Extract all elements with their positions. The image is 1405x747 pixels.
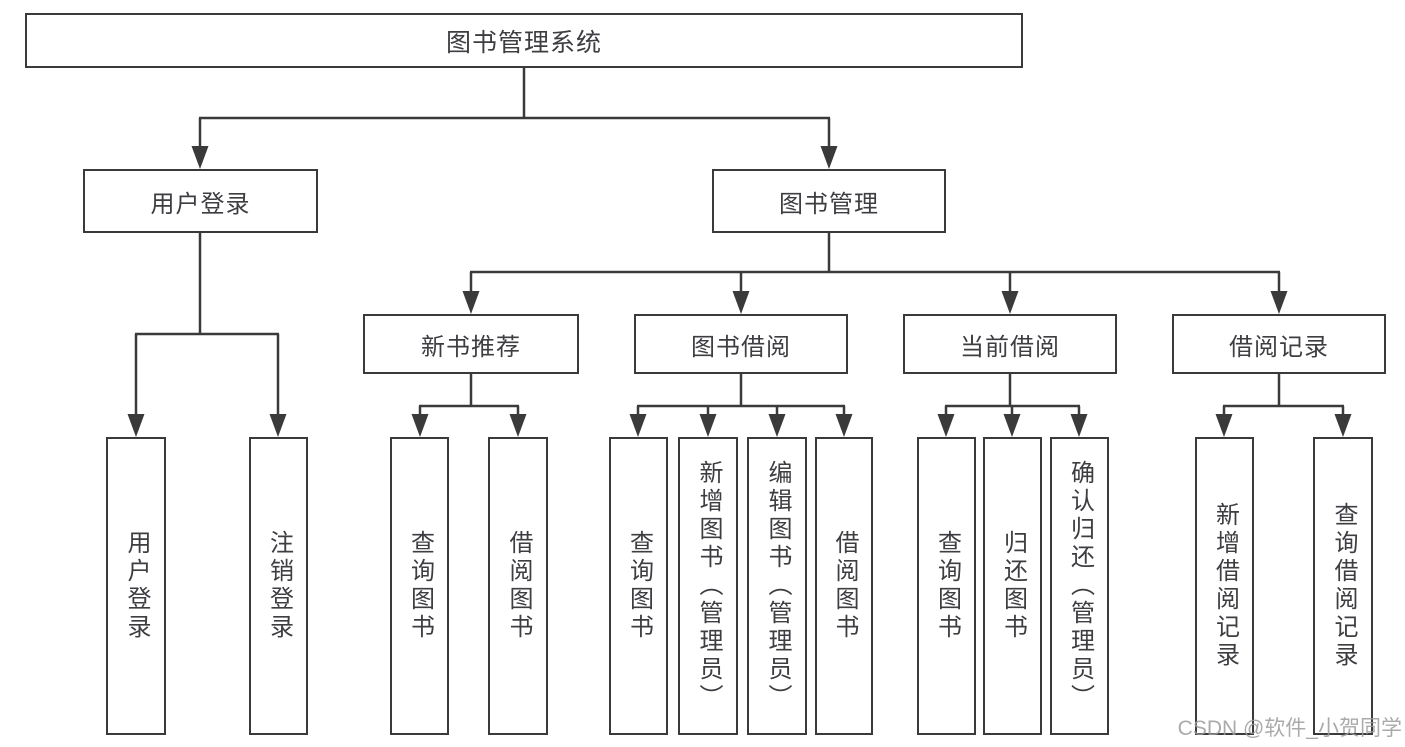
node-label: 确认归还（管理员） (1066, 460, 1094, 712)
node-nb-search-books: 查询图书 (390, 437, 449, 735)
node-label: 查询图书 (406, 530, 434, 642)
node-label: 当前借阅 (960, 333, 1060, 361)
node-bb-borrow-books: 借阅图书 (815, 437, 873, 735)
node-label: 新增借阅记录 (1211, 502, 1239, 670)
connector-path (134, 67, 1345, 430)
arrow-down-icon (1001, 291, 1019, 314)
arrow-down-icon (1003, 414, 1021, 437)
arrow-down-icon (768, 414, 786, 437)
node-label: 查询图书 (625, 530, 653, 642)
node-cb-return-books: 归还图书 (983, 437, 1042, 735)
node-user-login: 用户登录 (83, 169, 318, 233)
node-label: 新增图书（管理员） (695, 460, 722, 712)
arrow-down-icon (629, 414, 647, 437)
arrow-down-icon (835, 414, 853, 437)
node-borrowing-records: 借阅记录 (1172, 314, 1386, 374)
node-label: 借阅图书 (831, 530, 858, 642)
node-nb-borrow-books: 借阅图书 (488, 437, 548, 735)
node-label: 图书借阅 (691, 333, 791, 361)
arrowheads-group (127, 146, 1352, 437)
node-label: 查询借阅记录 (1330, 502, 1357, 670)
node-br-search-record: 查询借阅记录 (1313, 437, 1373, 735)
csdn-watermark: CSDN @软件_小贺同学 (1177, 717, 1402, 740)
node-cb-search-books: 查询图书 (917, 437, 976, 735)
arrow-down-icon (127, 414, 145, 437)
node-label: 查询图书 (933, 530, 961, 642)
arrow-down-icon (820, 146, 838, 169)
node-book-borrowing: 图书借阅 (634, 314, 848, 374)
arrow-down-icon (1215, 414, 1233, 437)
node-label: 新书推荐 (421, 333, 521, 361)
node-cb-confirm-return-admin: 确认归还（管理员） (1050, 437, 1109, 735)
arrow-down-icon (509, 414, 527, 437)
arrow-down-icon (699, 414, 717, 437)
node-label: 图书管理 (779, 190, 879, 218)
arrow-down-icon (937, 414, 955, 437)
node-label: 用户登录 (150, 190, 251, 218)
node-logout: 注销登录 (249, 437, 308, 735)
node-label: 用户登录 (123, 530, 150, 642)
arrow-down-icon (269, 414, 287, 437)
arrow-down-icon (462, 291, 480, 314)
node-label: 编辑图书（管理员） (764, 460, 791, 712)
arrow-down-icon (1270, 291, 1288, 314)
node-library-management-system: 图书管理系统 (25, 13, 1023, 68)
node-label: 注销登录 (265, 530, 293, 642)
node-user-login-leaf: 用户登录 (106, 437, 166, 735)
node-label: 借阅图书 (505, 530, 532, 642)
arrow-down-icon (411, 414, 429, 437)
node-br-add-record: 新增借阅记录 (1195, 437, 1254, 735)
arrow-down-icon (732, 291, 750, 314)
node-book-management: 图书管理 (712, 169, 946, 233)
node-bb-search-books: 查询图书 (609, 437, 668, 735)
node-label: 归还图书 (999, 530, 1027, 642)
node-current-borrowing: 当前借阅 (903, 314, 1117, 374)
node-label: 借阅记录 (1229, 333, 1329, 361)
arrow-down-icon (1334, 414, 1352, 437)
node-new-book-recommendation: 新书推荐 (363, 314, 579, 374)
node-label: 图书管理系统 (445, 28, 602, 57)
arrow-down-icon (1070, 414, 1088, 437)
node-bb-add-books-admin: 新增图书（管理员） (678, 437, 738, 735)
node-bb-edit-books-admin: 编辑图书（管理员） (747, 437, 807, 735)
arrow-down-icon (191, 146, 209, 169)
